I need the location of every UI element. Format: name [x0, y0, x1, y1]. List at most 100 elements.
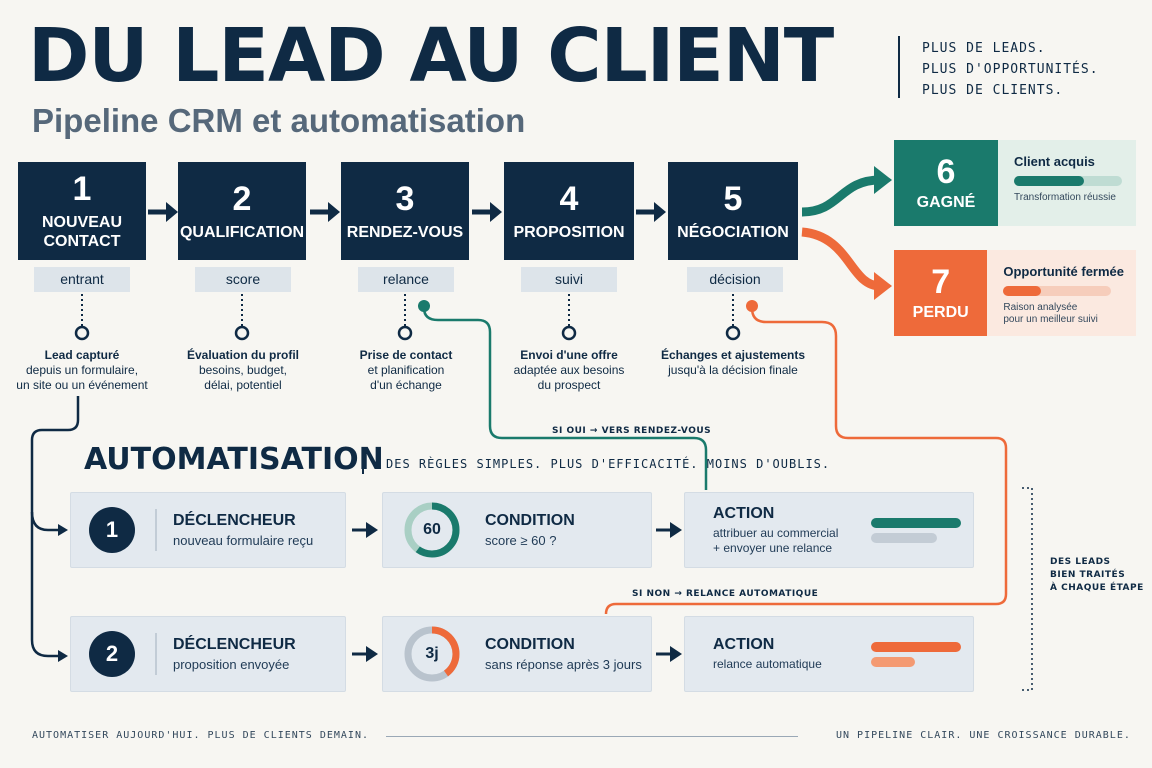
action-sub-line: + envoyer une relance: [713, 540, 833, 555]
no-loop-dot: [746, 300, 758, 312]
rule-1-condition: 60 CONDITION score ≥ 60 ?: [382, 492, 652, 568]
outcome-lost: 7 PERDU Opportunité fermée Raison analys…: [894, 250, 1136, 336]
rule-number: 1: [89, 507, 135, 553]
outcome-won: 6 GAGNÉ Client acquis Transformation réu…: [894, 140, 1136, 226]
branch-no-label: SI NON → RELANCE AUTOMATIQUE: [632, 589, 819, 599]
stage-name: RENDEZ-VOUS: [346, 223, 464, 241]
rule-arrow-head: [670, 646, 682, 662]
stage-description: Lead capturé depuis un formulaire, un si…: [0, 348, 167, 393]
stage-number: 1: [72, 170, 92, 208]
outcome-name: GAGNÉ: [916, 194, 976, 211]
tagline-line: PLUS D'OPPORTUNITÉS.: [922, 62, 1099, 77]
stage-tag: relance: [358, 267, 454, 292]
outcome-number: 7: [931, 263, 951, 301]
won-branch-head: [874, 166, 892, 194]
description-line: jusqu'à la décision finale: [668, 363, 798, 377]
stage-name: PROPOSITION: [513, 223, 625, 241]
trigger-arrow-head: [58, 524, 68, 536]
side-bracket: [1022, 487, 1033, 691]
delay-gauge: 3j: [403, 625, 461, 683]
description-line: délai, potentiel: [204, 378, 282, 392]
stage-description: Échanges et ajustements jusqu'à la décis…: [648, 348, 818, 378]
gauge-arc: [404, 502, 460, 558]
lost-info: Opportunité fermée Raison analysée pour …: [987, 250, 1136, 336]
rule-arrow-head: [670, 522, 682, 538]
stage-tag: score: [195, 267, 291, 292]
yes-loop-dot: [418, 300, 430, 312]
outcome-sub-line: Raison analysée: [1003, 302, 1078, 313]
rule-arrow-head: [366, 646, 378, 662]
action-bars: [871, 637, 961, 672]
stage-arrow-head: [328, 202, 340, 222]
won-badge: 6 GAGNÉ: [894, 140, 998, 226]
outcome-title: Opportunité fermée: [1003, 264, 1124, 279]
rule-arrow-head: [366, 522, 378, 538]
description-title: Échanges et ajustements: [660, 348, 806, 362]
trigger-arrow-head: [58, 650, 68, 662]
action-bars: [871, 513, 961, 548]
description-line: depuis un formulaire,: [25, 363, 139, 377]
rule-2-condition: 3j CONDITION sans réponse après 3 jours: [382, 616, 652, 692]
lost-progress-bar: [1003, 286, 1112, 296]
action-title: ACTION: [713, 636, 775, 653]
stage-description: Envoi d'une offre adaptée aux besoins du…: [484, 348, 654, 393]
lost-branch-head: [874, 272, 892, 300]
trigger-sub: nouveau formulaire reçu: [173, 533, 314, 548]
stage-tag: suivi: [521, 267, 617, 292]
stage-arrow-head: [166, 202, 178, 222]
outcome-title: Client acquis: [1014, 154, 1095, 169]
description-title: Lead capturé: [44, 348, 120, 362]
description-title: Envoi d'une offre: [520, 348, 618, 362]
stage-number: 5: [723, 179, 743, 218]
page-title: DU LEAD AU CLIENT: [28, 13, 834, 99]
action-bar: [871, 641, 961, 652]
description-line: et planification: [367, 363, 445, 377]
automation-tagline: DES RÈGLES SIMPLES. PLUS D'EFFICACITÉ. M…: [386, 457, 831, 471]
action-sub-line: relance automatique: [713, 657, 822, 671]
side-label-line: DES LEADS: [1050, 557, 1111, 567]
side-label-line: BIEN TRAITÉS: [1050, 570, 1126, 580]
stage-rendez-vous: 3 RENDEZ-VOUS: [341, 162, 469, 260]
trigger-connector-branch: [30, 511, 62, 532]
stage-name: NOUVEAU CONTACT: [41, 214, 122, 250]
won-branch: [801, 175, 881, 217]
tagline-line: PLUS DE LEADS.: [922, 41, 1046, 56]
side-label: DES LEADS BIEN TRAITÉS À CHAQUE ÉTAPE: [1050, 556, 1144, 595]
header-tagline: PLUS DE LEADS. PLUS D'OPPORTUNITÉS. PLUS…: [922, 38, 1099, 101]
stage-proposition: 4 PROPOSITION: [504, 162, 634, 260]
lost-badge: 7 PERDU: [894, 250, 988, 336]
description-title: Prise de contact: [359, 348, 453, 362]
stage-node: [561, 325, 577, 341]
stage-qualification: 2 QUALIFICATION: [178, 162, 306, 260]
outcome-sub-line: pour un meilleur suivi: [1003, 314, 1098, 325]
gauge-label: 60: [423, 521, 441, 538]
footer-left: AUTOMATISER AUJOURD'HUI. PLUS DE CLIENTS…: [32, 730, 369, 741]
stage-tag: décision: [687, 267, 783, 292]
trigger-title: DÉCLENCHEUR: [173, 636, 296, 653]
stage-description: Évaluation du profil besoins, budget, dé…: [158, 348, 328, 393]
rule-2-action: ACTION relance automatique: [684, 616, 974, 692]
condition-title: CONDITION: [485, 636, 575, 653]
gauge-arc: [404, 626, 460, 682]
condition-title: CONDITION: [485, 512, 575, 529]
stage-node: [234, 325, 250, 341]
stage-arrow-head: [490, 202, 502, 222]
side-label-line: À CHAQUE ÉTAPE: [1050, 583, 1144, 593]
action-bar: [871, 656, 915, 667]
stage-tag: entrant: [34, 267, 130, 292]
outcome-sub: Transformation réussie: [1014, 192, 1116, 203]
won-progress-bar: [1014, 176, 1122, 186]
trigger-sub: proposition envoyée: [173, 657, 290, 672]
stage-name: QUALIFICATION: [179, 223, 305, 241]
automation-divider: [362, 452, 364, 474]
stage-name: NÉGOCIATION: [677, 223, 789, 241]
lost-branch: [801, 227, 881, 291]
action-title: ACTION: [713, 504, 775, 522]
automation-title: AUTOMATISATION: [84, 442, 384, 477]
condition-sub: score ≥ 60 ?: [485, 533, 557, 548]
stage-number: 3: [395, 179, 415, 218]
gauge-label: 3j: [425, 645, 439, 662]
card-divider: [155, 509, 157, 551]
rule-2-trigger: 2 DÉCLENCHEUR proposition envoyée: [70, 616, 346, 692]
